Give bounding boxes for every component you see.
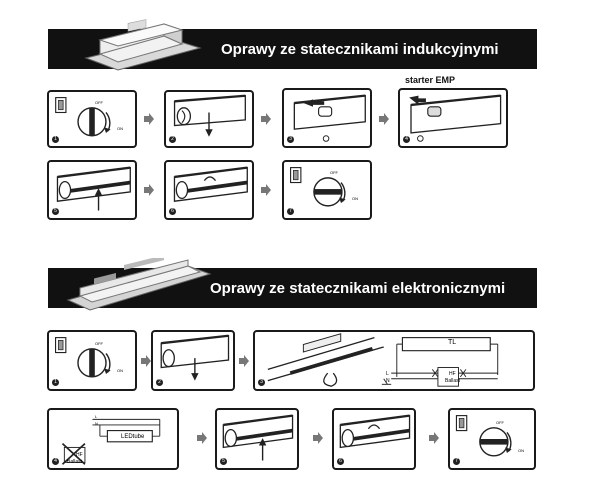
magnetic-step-1-panel: OFF ON 1 (47, 90, 137, 148)
starter-emp-label: starter EMP (405, 75, 456, 85)
wiring-tl-label: TL (448, 339, 457, 346)
step-number: 2 (169, 136, 176, 143)
wiring-n-label: N (386, 378, 390, 384)
electronic-step-3-panel: TL L N HF Ballast 3 (253, 330, 535, 391)
dial-off-label: OFF (95, 341, 103, 346)
banner-electronic-title: Oprawy ze statecznikami elektronicznymi (210, 279, 506, 297)
next-arrow-icon (379, 113, 389, 125)
dial-on-label: ON (518, 448, 524, 453)
electronic-step-1-panel: OFF ON 1 (47, 330, 137, 391)
wiring-l-label: L (95, 414, 98, 419)
magnetic-step-7-panel: OFF ON 7 (282, 160, 372, 220)
remove-starter-illustration (293, 94, 366, 142)
insert-ledtube-illustration (222, 414, 294, 461)
wiring-l-label: L (386, 371, 389, 377)
step-number: 6 (169, 208, 176, 215)
electronic-step-2-panel: 2 (151, 330, 235, 391)
fixture-cover-illustration (160, 334, 230, 381)
dial-on-label: ON (352, 196, 358, 201)
electronic-ballast-image (66, 258, 212, 311)
hf-ballast-label-1: HF (76, 452, 83, 458)
magnetic-step-5-panel: 5 (47, 160, 137, 220)
dial-off-label: OFF (95, 100, 103, 105)
electronic-step-6-panel: 6 (332, 408, 416, 470)
switch-dial-illustration (55, 97, 111, 137)
step-number: 2 (156, 379, 163, 386)
step-number: 3 (287, 136, 294, 143)
step-number: 1 (52, 379, 59, 386)
hf-ballast-label-2: Ballast (67, 459, 83, 465)
switch-on-illustration (290, 167, 346, 207)
wiring-open-fixture-illustration (267, 333, 499, 387)
next-arrow-icon (197, 432, 207, 444)
banner-magnetic-title: Oprawy ze statecznikami indukcyjnymi (221, 40, 499, 58)
electronic-step-4-panel: L N LEDtube HF Ballast 4 (47, 408, 179, 470)
next-arrow-icon (141, 355, 151, 367)
step-number: 7 (287, 208, 294, 215)
dial-off-label: OFF (330, 170, 338, 175)
next-arrow-icon (429, 432, 439, 444)
magnetic-step-6-panel: 6 (164, 160, 254, 220)
step-number: 7 (453, 458, 460, 465)
electronic-step-7-panel: OFF ON 7 (448, 408, 536, 470)
rotate-ledtube-illustration (339, 414, 411, 449)
wiring-n-label: N (95, 421, 98, 426)
hf-ballast-label-2: Ballast (445, 378, 461, 384)
magnetic-step-4-panel: 4 (398, 88, 508, 148)
next-arrow-icon (239, 355, 249, 367)
rotate-tube-illustration (173, 166, 248, 202)
step-number: 5 (220, 458, 227, 465)
step-number: 1 (52, 136, 59, 143)
insert-starter-illustration (409, 94, 502, 142)
dial-on-label: ON (117, 368, 123, 373)
next-arrow-icon (261, 184, 271, 196)
step-number: 5 (52, 208, 59, 215)
magnetic-ballast-image (84, 19, 202, 71)
next-arrow-icon (144, 113, 154, 125)
next-arrow-icon (144, 184, 154, 196)
step-number: 4 (403, 136, 410, 143)
step-number: 4 (52, 458, 59, 465)
magnetic-step-2-panel: 2 (164, 90, 254, 148)
fixture-cover-illustration (173, 94, 246, 137)
step-number: 6 (337, 458, 344, 465)
ledtube-wiring-illustration (61, 418, 161, 465)
insert-tube-illustration (56, 166, 131, 211)
next-arrow-icon (313, 432, 323, 444)
switch-on-illustration (455, 415, 512, 457)
ledtube-label: LEDtube (121, 434, 145, 440)
hf-ballast-label-1: HF (449, 371, 456, 377)
electronic-step-5-panel: 5 (215, 408, 299, 470)
next-arrow-icon (261, 113, 271, 125)
dial-off-label: OFF (496, 420, 504, 425)
step-number: 3 (258, 379, 265, 386)
dial-on-label: ON (117, 126, 123, 131)
switch-dial-illustration (54, 337, 111, 378)
magnetic-step-3-panel: 3 (282, 88, 372, 148)
